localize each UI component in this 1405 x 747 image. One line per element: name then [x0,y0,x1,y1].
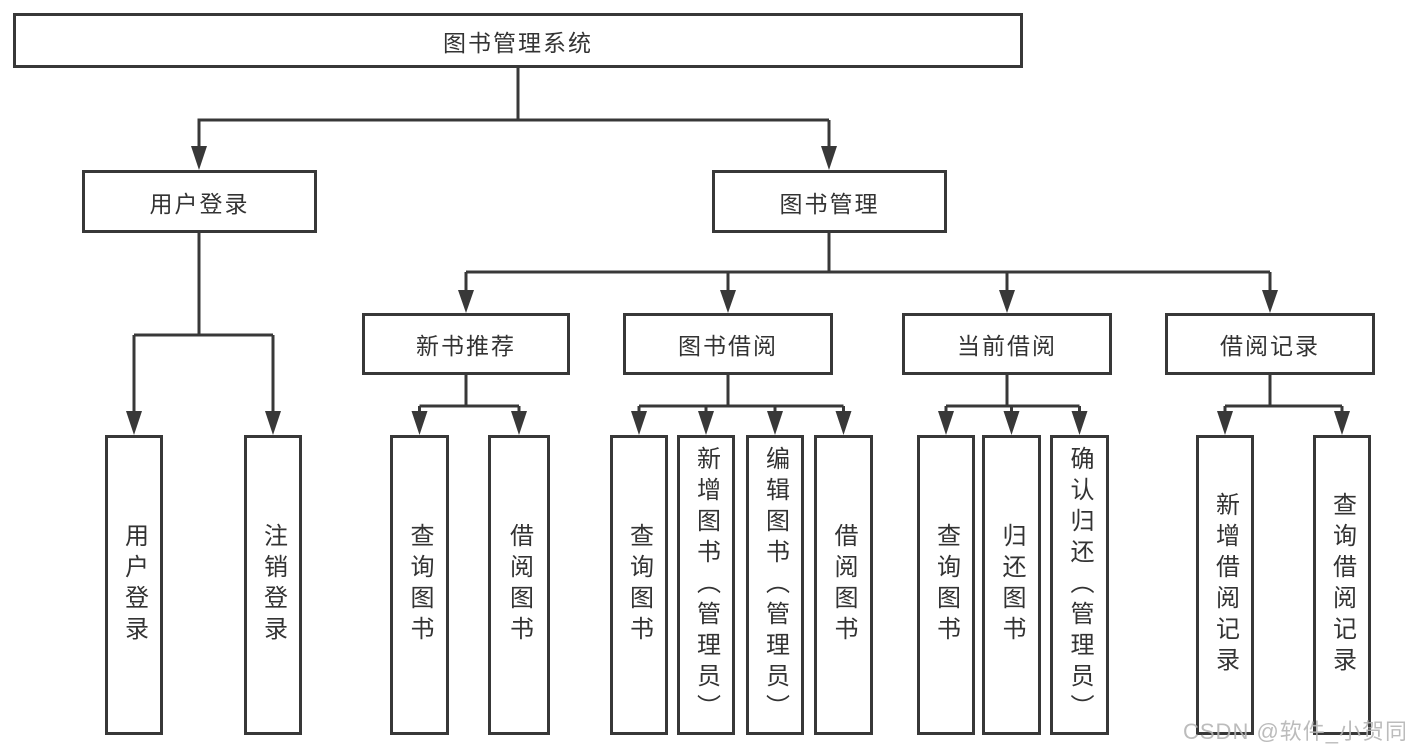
leaf-records-query-record: 查询借阅记录 [1313,435,1371,735]
leaf-newbook-query-books: 查询图书 [390,435,449,735]
csdn-watermark: CSDN @软件_小贺同学 [1183,719,1405,744]
connector-root-to-level2 [197,68,831,150]
connector-bookborrow-to-leaves [637,375,845,415]
leaf-borrow-borrow-books: 借阅图书 [814,435,873,735]
connector-newbookrec-to-leaves [418,375,521,415]
node-book-borrow: 图书借阅 [623,313,833,375]
node-user-login: 用户登录 [82,170,317,233]
leaf-borrow-add-books-admin: 新增图书（管理员） [677,435,735,735]
leaf-records-add-record: 新增借阅记录 [1196,435,1254,735]
node-borrow-records: 借阅记录 [1165,313,1375,375]
leaf-user-login: 用户登录 [105,435,163,735]
connector-currentborrow-to-leaves [944,375,1081,415]
node-book-management: 图书管理 [712,170,947,233]
leaf-current-return-books: 归还图书 [982,435,1041,735]
connector-bookmgmt-to-level3 [464,233,1272,294]
node-current-borrow: 当前借阅 [902,313,1112,375]
leaf-current-confirm-return-admin: 确认归还（管理员） [1050,435,1109,735]
leaf-current-query-books: 查询图书 [917,435,975,735]
leaf-newbook-borrow-books: 借阅图书 [488,435,550,735]
leaf-borrow-edit-books-admin: 编辑图书（管理员） [746,435,804,735]
node-root-system: 图书管理系统 [13,13,1023,68]
leaf-borrow-query-books: 查询图书 [610,435,668,735]
connector-borrowrecords-to-leaves [1223,375,1344,415]
node-new-book-recommend: 新书推荐 [362,313,570,375]
connector-userlogin-to-leaves [132,233,275,415]
leaf-logout: 注销登录 [244,435,302,735]
